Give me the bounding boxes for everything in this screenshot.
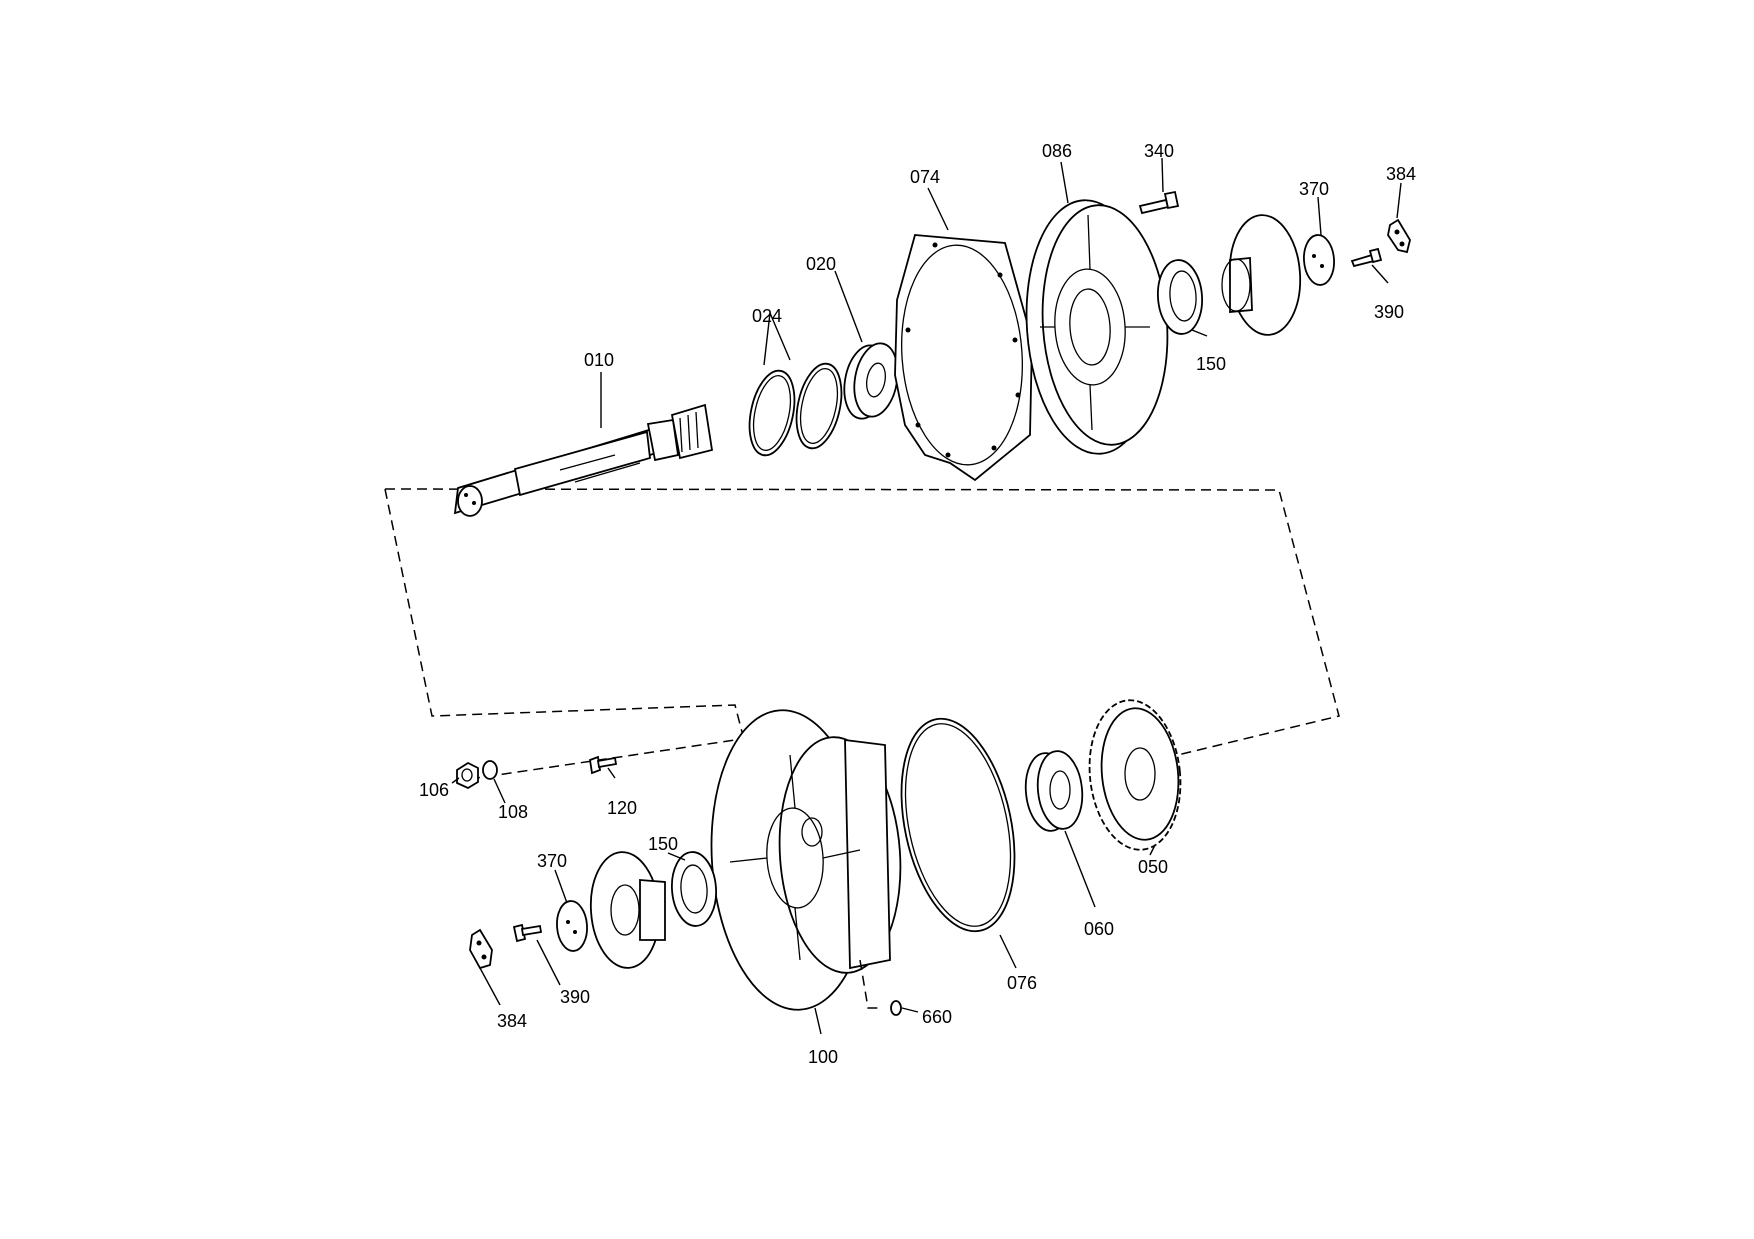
label-060: 060: [1084, 919, 1114, 939]
part-024-retaining-rings[interactable]: [743, 360, 849, 460]
part-074-gasket[interactable]: [894, 234, 1033, 482]
label-340: 340: [1144, 141, 1174, 161]
part-106-plug[interactable]: [456, 761, 479, 790]
label-100: 100: [808, 1047, 838, 1067]
label-010: 010: [584, 350, 614, 370]
label-106: 106: [419, 780, 449, 800]
label-390-top: 390: [1374, 302, 1404, 322]
label-076: 076: [1007, 973, 1037, 993]
part-flange-bottom[interactable]: [587, 850, 666, 970]
part-384-plate-top[interactable]: [1387, 218, 1411, 254]
part-150-seal-top[interactable]: [1155, 259, 1204, 336]
part-120-screw[interactable]: [588, 755, 618, 775]
label-660: 660: [922, 1007, 952, 1027]
assembly-outline-dashed: [384, 488, 1340, 783]
part-050-gear[interactable]: [1082, 696, 1187, 855]
part-390-bolt-top[interactable]: [1350, 247, 1383, 268]
leader-lines: [451, 157, 1402, 1035]
part-100-housing[interactable]: [702, 705, 908, 1015]
label-384-top: 384: [1386, 164, 1416, 184]
label-120: 120: [607, 798, 637, 818]
part-flange-top[interactable]: [1221, 213, 1304, 338]
part-076-gasket-ring[interactable]: [884, 708, 1033, 941]
label-370-bottom: 370: [537, 851, 567, 871]
label-370-top: 370: [1299, 179, 1329, 199]
label-150-bottom: 150: [648, 834, 678, 854]
part-108-o-ring[interactable]: [482, 760, 498, 780]
label-020: 020: [806, 254, 836, 274]
label-150-top: 150: [1196, 354, 1226, 374]
part-370-washer-top[interactable]: [1302, 234, 1335, 286]
part-370-washer-bottom[interactable]: [555, 900, 588, 952]
label-074: 074: [910, 167, 940, 187]
part-060-bearing[interactable]: [1022, 749, 1086, 833]
part-150-seal-bottom[interactable]: [669, 851, 718, 928]
part-384-plate-bottom[interactable]: [469, 928, 493, 970]
label-050: 050: [1138, 857, 1168, 877]
part-340-bolt[interactable]: [1138, 190, 1180, 215]
label-086: 086: [1042, 141, 1072, 161]
part-010-shaft[interactable]: [453, 403, 714, 517]
label-390-bottom: 390: [560, 987, 590, 1007]
part-390-bolt-bottom[interactable]: [512, 923, 543, 943]
label-108: 108: [498, 802, 528, 822]
part-020-bearing[interactable]: [839, 340, 903, 422]
label-024: 024: [752, 306, 782, 326]
part-660-plug[interactable]: [859, 959, 919, 1016]
part-labels: 010 020 024 074 086 340 370 384 390 150 …: [419, 141, 1416, 1067]
part-086-cover[interactable]: [1018, 196, 1175, 458]
label-384-bottom: 384: [497, 1011, 527, 1031]
